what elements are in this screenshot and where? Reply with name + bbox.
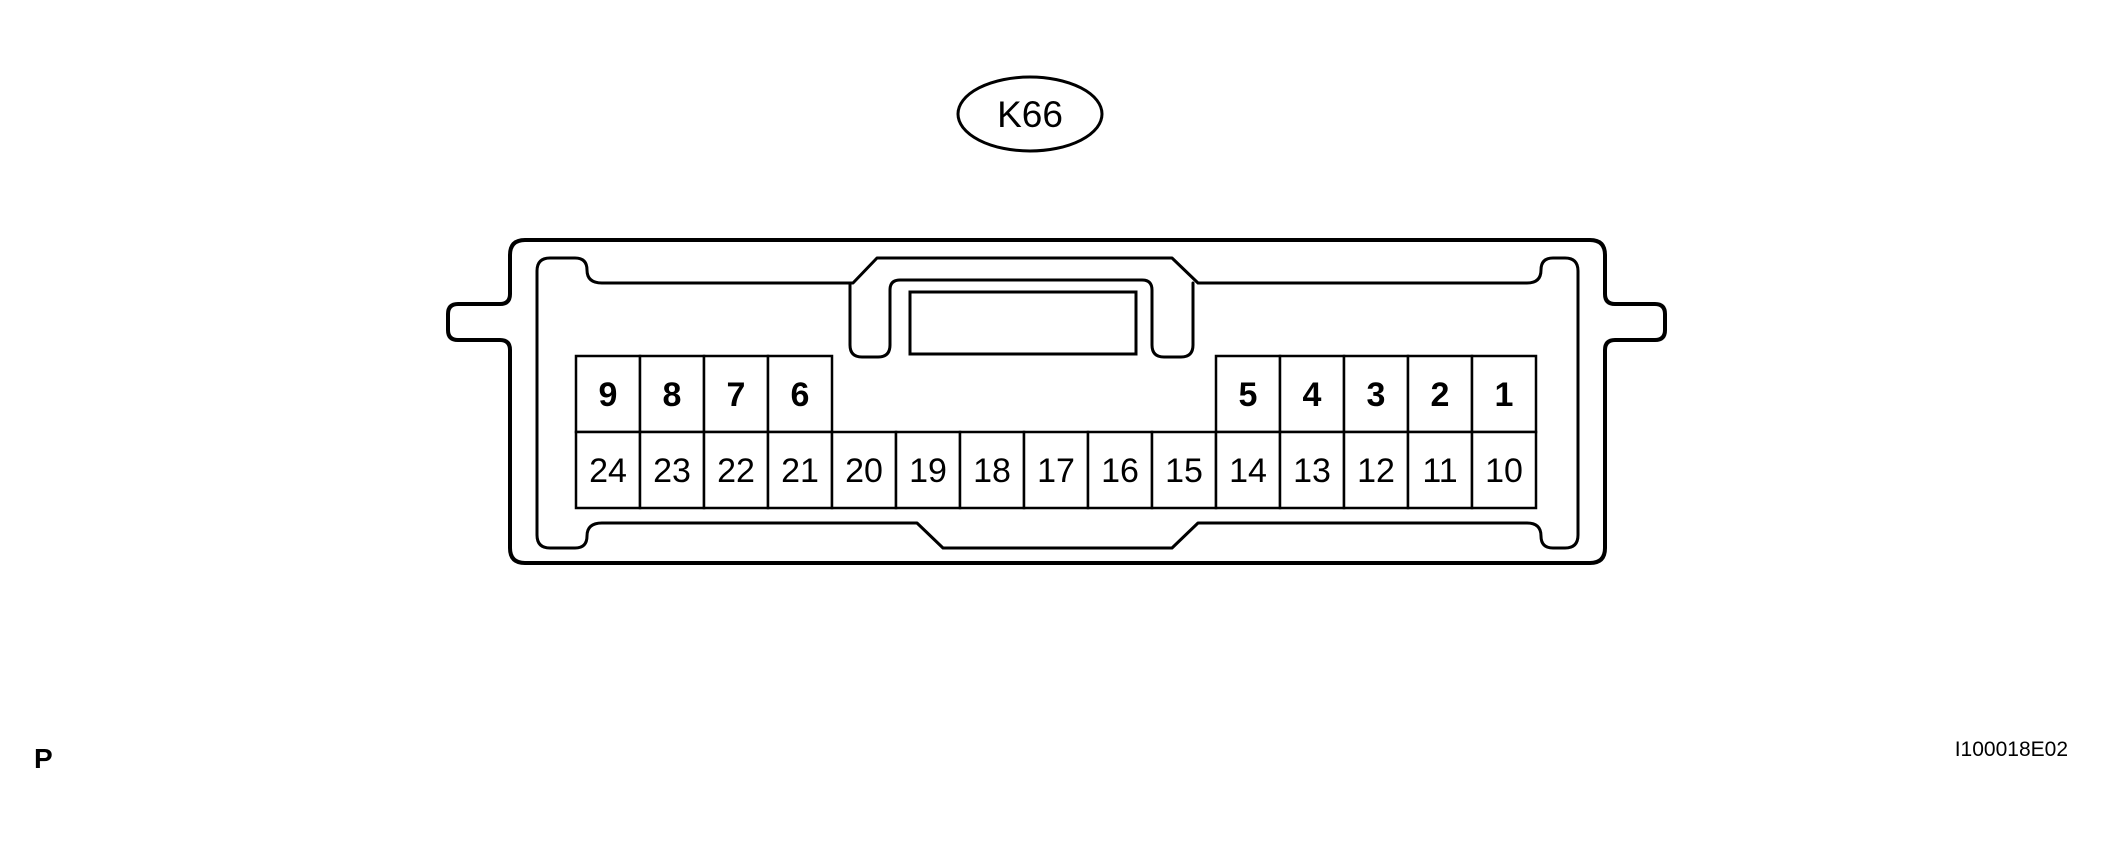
pin-number: 17 [1037, 452, 1075, 490]
pin-number: 13 [1293, 452, 1331, 490]
latch-window [908, 290, 1138, 356]
pin-number: 15 [1165, 452, 1203, 490]
figure-code: I100018E02 [1955, 738, 2068, 761]
pin-cell [1086, 430, 1154, 510]
pin-number: 23 [653, 452, 691, 490]
bottom-row: 24 23 22 21 20 19 18 17 16 15 14 13 12 1… [574, 430, 1538, 510]
pin-number: 2 [1431, 376, 1450, 414]
pin-cell [1278, 354, 1346, 434]
pin-cell [574, 430, 642, 510]
pin-cell [702, 430, 770, 510]
pin-number: 21 [781, 452, 819, 490]
pin-number: 16 [1101, 452, 1139, 490]
pin-number: 19 [909, 452, 947, 490]
pin-number: 8 [663, 376, 682, 414]
pin-cell [766, 430, 834, 510]
pin-cell [1470, 430, 1538, 510]
latch-outer [848, 278, 1195, 359]
pin-cell [1342, 354, 1410, 434]
pin-cell [1406, 430, 1474, 510]
pin-cell [1214, 354, 1282, 434]
pin-number: 5 [1239, 376, 1258, 414]
pin-cell [1022, 430, 1090, 510]
pin-number: 4 [1303, 376, 1322, 414]
pin-cell [1406, 354, 1474, 434]
pin-number: 14 [1229, 452, 1267, 490]
pin-cell [638, 430, 706, 510]
pin-number: 7 [727, 376, 746, 414]
corner-mark: P [34, 743, 53, 774]
pin-number: 12 [1357, 452, 1395, 490]
pin-number: 1 [1495, 376, 1514, 414]
pin-number: 11 [1422, 452, 1457, 490]
pin-number: 9 [599, 376, 618, 414]
terminal-grid: 9 8 7 6 5 4 3 2 1 [574, 354, 1538, 510]
top-row-left: 9 8 7 6 [574, 354, 834, 434]
pin-number: 3 [1367, 376, 1386, 414]
connector-cavity-outline [535, 256, 1580, 550]
connector-label: K66 [956, 75, 1104, 153]
pin-number: 24 [589, 452, 627, 490]
pin-number: 18 [973, 452, 1011, 490]
pin-number: 22 [717, 452, 755, 490]
pin-number: 10 [1485, 452, 1523, 490]
connector-label-ellipse [956, 75, 1104, 153]
top-row-right: 5 4 3 2 1 [1214, 354, 1538, 434]
pin-number: 20 [845, 452, 883, 490]
locking-latch [848, 278, 1195, 359]
pin-number: 6 [791, 376, 810, 414]
connector-housing-outline [446, 238, 1667, 565]
pin-cell [830, 430, 898, 510]
connector-code: K66 [997, 94, 1063, 135]
